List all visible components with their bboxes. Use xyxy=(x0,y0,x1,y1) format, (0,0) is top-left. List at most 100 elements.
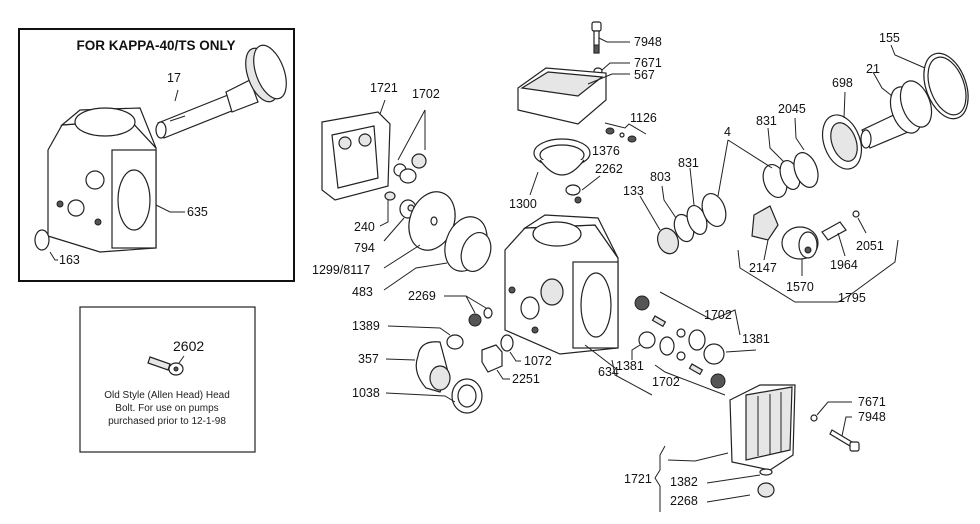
leader-2051 xyxy=(857,217,867,234)
bolt-note-line-3: purchased prior to 12-1-98 xyxy=(108,416,226,427)
shaft-17-drawing xyxy=(155,44,287,139)
bolt-inset: 2602 Old Style (Allen Head) Head Bolt. F… xyxy=(79,306,256,453)
label-1299-8117: 1299/8117 xyxy=(312,263,370,277)
seal-163-drawing xyxy=(34,229,50,251)
screw-2262-drawing xyxy=(565,184,581,196)
label-1721-left: 1721 xyxy=(370,81,398,95)
label-2268: 2268 xyxy=(670,494,698,508)
leader-7948-top xyxy=(598,37,630,43)
leader-698 xyxy=(843,91,846,119)
oring-1382-drawing xyxy=(759,468,773,476)
label-155: 155 xyxy=(879,31,900,45)
leader-2269 xyxy=(444,295,487,314)
oring-1072-drawing xyxy=(500,334,514,352)
leader-155 xyxy=(890,44,926,69)
label-831-a: 831 xyxy=(678,156,699,170)
label-1300: 1300 xyxy=(509,197,537,211)
leader-1072 xyxy=(509,351,521,362)
plug-2251-drawing xyxy=(481,344,503,373)
leader-17 xyxy=(174,89,179,102)
bolt-inset-frame xyxy=(79,306,256,453)
label-7671-top: 7671 xyxy=(634,56,662,70)
label-1795: 1795 xyxy=(838,291,866,305)
bracket-1702-right-top xyxy=(659,291,741,336)
leader-1381-left xyxy=(631,344,641,360)
label-635: 635 xyxy=(187,205,208,219)
label-21: 21 xyxy=(866,62,880,76)
oring-1381-right-drawing xyxy=(703,343,725,365)
pin-1964-drawing xyxy=(821,221,847,241)
plug-2269-drawing xyxy=(468,313,482,327)
leader-794 xyxy=(383,217,405,242)
housing-635-drawing xyxy=(47,107,157,253)
label-1702-left: 1702 xyxy=(412,87,440,101)
label-2251: 2251 xyxy=(512,372,540,386)
leader-357 xyxy=(385,358,416,361)
leader-7671-top xyxy=(601,62,630,71)
kappa-inset-title: FOR KAPPA-40/TS ONLY xyxy=(76,38,235,53)
bracket-1721-right xyxy=(654,445,729,512)
leader-2147 xyxy=(763,239,769,261)
label-2602: 2602 xyxy=(173,338,204,354)
label-2147: 2147 xyxy=(749,261,777,275)
label-1570: 1570 xyxy=(786,280,814,294)
leader-831-a xyxy=(689,167,695,206)
leader-634 xyxy=(584,344,616,369)
label-1389: 1389 xyxy=(352,319,380,333)
leader-483 xyxy=(383,262,448,291)
leader-1381-right xyxy=(725,349,757,353)
leader-133 xyxy=(639,195,661,231)
leader-1702-left xyxy=(397,109,426,161)
label-1376: 1376 xyxy=(592,144,620,158)
leader-240 xyxy=(379,200,389,227)
right-head-assembly: 7671 7948 1721 1382 2268 xyxy=(624,384,886,512)
washer-7671-bottom-drawing xyxy=(810,414,818,422)
leader-163 xyxy=(49,251,58,261)
label-1721-right: 1721 xyxy=(624,472,652,486)
head-bolt-7948-top-drawing xyxy=(591,21,602,32)
label-1382: 1382 xyxy=(670,475,698,489)
leader-21 xyxy=(872,71,893,97)
bracket-1702-right-bottom xyxy=(611,359,726,396)
leader-1382 xyxy=(706,474,761,484)
label-1126: 1126 xyxy=(630,111,657,125)
cam-2147-drawing xyxy=(751,205,779,241)
label-1964: 1964 xyxy=(830,258,858,272)
ring-4-drawing xyxy=(701,192,727,228)
leader-1038 xyxy=(385,392,456,403)
ring-2045-drawing xyxy=(793,152,819,188)
leader-2268 xyxy=(706,494,751,503)
label-1038: 1038 xyxy=(352,386,380,400)
fitting-1376-drawing xyxy=(605,127,615,135)
label-2051: 2051 xyxy=(856,239,884,253)
allen-bolt-2602-drawing xyxy=(147,356,184,376)
leader-1300 xyxy=(529,171,539,196)
leader-4 xyxy=(717,139,773,197)
leader-1964 xyxy=(837,232,846,257)
label-698: 698 xyxy=(832,76,853,90)
oring-1381-left-drawing xyxy=(638,331,656,349)
label-133: 133 xyxy=(623,184,644,198)
head-bolt-7948-bottom-drawing xyxy=(829,429,853,447)
left-head-assembly: 1721 1702 240 794 1299/8117 483 xyxy=(312,81,492,299)
label-567: 567 xyxy=(634,68,655,82)
leader-1721-left xyxy=(379,99,386,115)
label-357: 357 xyxy=(358,352,379,366)
label-7671-bottom: 7671 xyxy=(858,395,886,409)
right-valve-assembly: 1702 1381 1381 1702 xyxy=(611,291,770,396)
clip-2051-drawing xyxy=(852,210,860,218)
leader-1126 xyxy=(604,122,647,135)
label-240: 240 xyxy=(354,220,375,234)
label-4: 4 xyxy=(724,125,731,139)
label-1702-right-top: 1702 xyxy=(704,308,732,322)
bearing-133-drawing xyxy=(657,227,679,255)
leader-1389 xyxy=(387,325,451,336)
label-1381-left: 1381 xyxy=(616,359,644,373)
valve-1702-left-drawing xyxy=(411,153,427,169)
label-2269: 2269 xyxy=(408,289,436,303)
leader-2045 xyxy=(794,117,805,151)
oring-1389-drawing xyxy=(446,334,464,350)
leader-7671-bottom xyxy=(816,401,852,416)
label-483: 483 xyxy=(352,285,373,299)
shaft-bearing-assembly: 133 803 831 4 831 2045 698 21 xyxy=(623,31,969,305)
